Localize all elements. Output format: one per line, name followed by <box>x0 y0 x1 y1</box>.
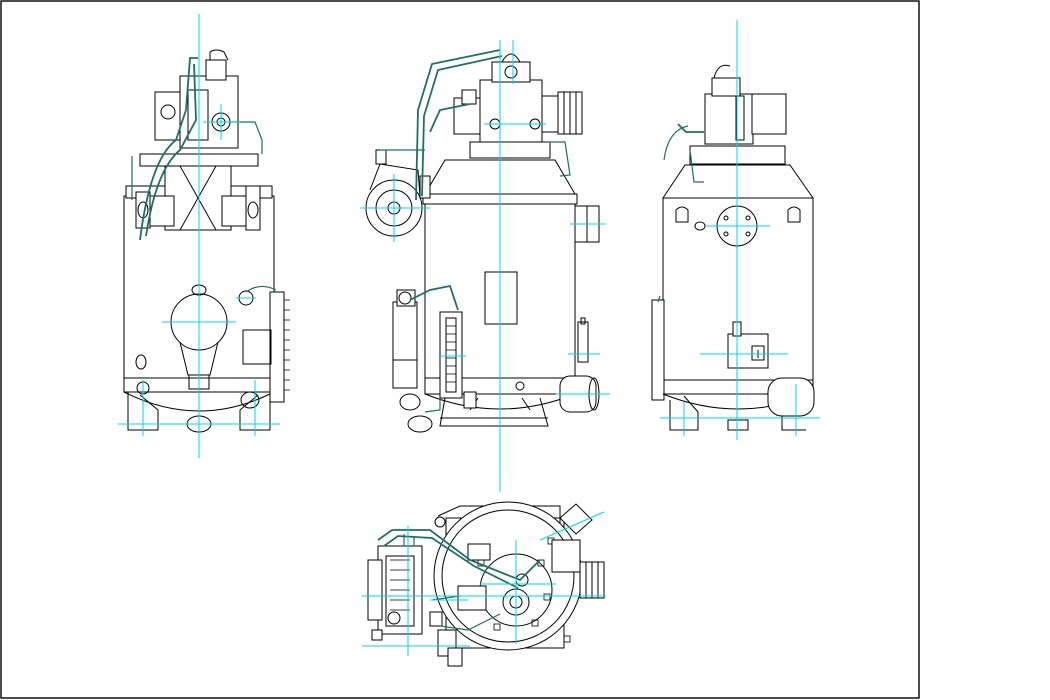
front-view <box>360 40 610 492</box>
top-view <box>362 501 606 667</box>
right-side-view <box>651 20 820 440</box>
left-side-view <box>118 14 290 458</box>
